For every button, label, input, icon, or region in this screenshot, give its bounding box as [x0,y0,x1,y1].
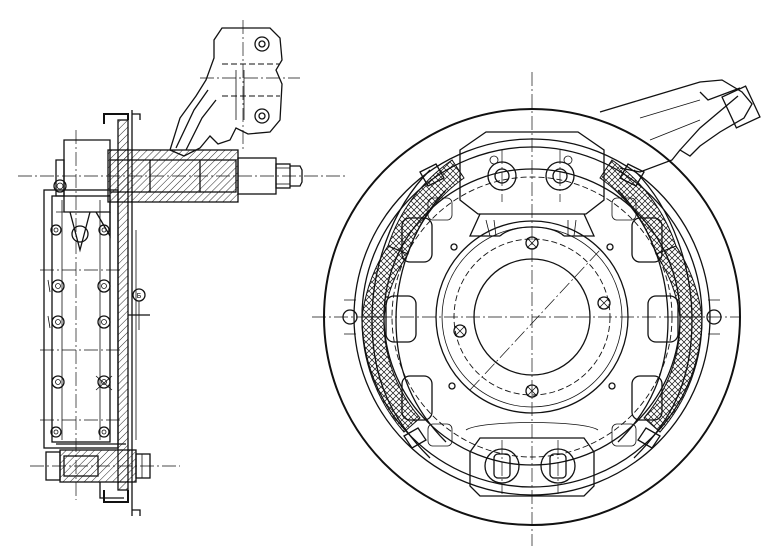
brake-shoe-right [611,169,693,459]
shoe-column [40,189,120,449]
hub-axle [107,149,303,203]
hub-body [53,139,111,253]
callout-label: Б [137,292,142,300]
upper-bracket [169,27,283,157]
drum-outer-rim [323,108,741,526]
expander-cam [459,131,605,237]
front-view [312,72,761,546]
shoe-pins [448,243,616,390]
lower-anchor-pin [45,443,151,499]
side-section-view: Б [18,20,345,516]
friction-linings [361,159,703,433]
actuator-bracket [599,79,761,173]
backing-plate [103,110,150,516]
callout-marker: Б [132,288,146,330]
brake-shoe-left [371,169,453,459]
side-clips [342,163,722,449]
anchor-pins [465,422,599,497]
hub-bolt-holes [453,236,611,398]
column-rivets [47,224,113,438]
